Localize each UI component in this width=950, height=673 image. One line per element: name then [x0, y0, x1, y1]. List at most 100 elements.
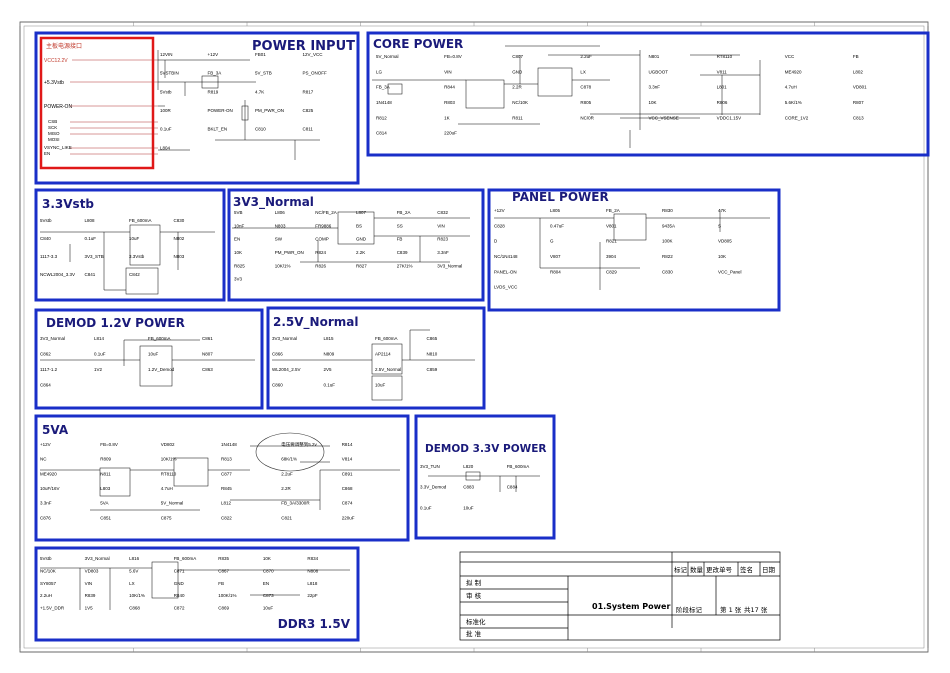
net-label: 5.6V	[129, 568, 138, 573]
block-2v5-normal	[266, 306, 486, 410]
net-label: PM_PWR_ON	[275, 250, 304, 255]
net-label: C829	[606, 269, 617, 274]
net-label: C883	[463, 485, 474, 490]
net-label: V811	[717, 69, 728, 74]
net-label: C863	[202, 367, 213, 372]
net-label: L807	[356, 210, 367, 215]
net-label: 68K/1%	[281, 457, 297, 462]
block-3v3-normal	[227, 188, 485, 302]
net-label: PANEL-ON	[494, 269, 517, 274]
net-label: D	[494, 239, 498, 244]
net-label: LX	[129, 581, 135, 586]
net-label: 3V3_Normal	[40, 336, 65, 341]
net-label: C862	[40, 352, 51, 357]
panel-power-circuit	[494, 210, 770, 290]
net-label: GND	[356, 237, 367, 242]
net-label: C864	[40, 383, 51, 388]
net-label: R822	[662, 254, 673, 259]
net-label: L818	[307, 581, 318, 586]
net-label: 2.2K	[356, 250, 365, 255]
net-label: VD801	[853, 85, 867, 90]
net-label: C868	[129, 606, 140, 611]
net-label: LVDS_VCC	[494, 285, 518, 290]
net-label: 0.1uF	[324, 383, 336, 388]
net-label: 1V5	[85, 606, 94, 611]
net-label: 10K	[234, 250, 242, 255]
sheet-name: 01.System Power	[592, 602, 670, 611]
net-label: C830	[662, 269, 673, 274]
net-label: C832	[437, 210, 448, 215]
net-label: R839	[85, 593, 96, 598]
title-block-text: 标记 数量 更改单号 签名 日期 拟 制 审 核 标准化 批 准 01.Syst…	[466, 565, 776, 638]
svg-text:CSB: CSB	[48, 119, 57, 124]
net-label: 5VA	[100, 501, 108, 506]
svg-text:阶段标记: 阶段标记	[676, 605, 703, 614]
net-label: 0.1uF	[94, 352, 106, 357]
net-label: 3V3_TUN	[420, 464, 440, 469]
svg-text:更改单号: 更改单号	[706, 565, 733, 574]
net-label: ME4920	[40, 471, 57, 476]
net-label: FB=0.8V	[100, 442, 118, 447]
net-label: C839	[397, 250, 408, 255]
title-core-power: CORE POWER	[373, 37, 463, 51]
net-label: NC/1N4148	[494, 254, 518, 259]
net-label: C814	[376, 131, 387, 136]
net-label: C813	[853, 115, 864, 120]
net-label: FB_600mA	[507, 464, 530, 469]
connector-wires	[70, 59, 158, 155]
net-label: 12VIN	[160, 52, 173, 57]
net-label: N801	[649, 54, 660, 59]
net-label: S	[718, 223, 721, 228]
adjust-note-outline	[255, 432, 325, 472]
net-label: R835	[218, 556, 229, 561]
net-label: R803	[444, 100, 455, 105]
net-label: R825	[234, 263, 245, 268]
net-label: N803	[275, 223, 286, 228]
svg-text:MOSI: MOSI	[48, 137, 60, 142]
net-label: L820	[463, 464, 474, 469]
svg-text:拟 制: 拟 制	[466, 578, 482, 587]
svg-text:标准化: 标准化	[466, 617, 486, 626]
net-label: 4.7uH	[161, 486, 173, 491]
net-label: C870	[263, 568, 274, 573]
net-label: FB_600mA	[129, 218, 152, 223]
net-label: R823	[437, 237, 448, 242]
net-label: 22pF	[307, 593, 318, 598]
net-label: 3V3_Normal	[437, 263, 462, 268]
net-label: LG	[376, 69, 383, 74]
block-power-input	[34, 31, 360, 185]
title-power-input: POWER INPUT	[252, 39, 355, 54]
net-label: N802	[174, 236, 185, 241]
3v3-normal-circuit	[232, 211, 470, 263]
net-label: L805	[550, 208, 561, 213]
net-label: 3.3Vstb	[129, 254, 145, 259]
net-label: C873	[263, 593, 274, 598]
net-label: C811	[303, 127, 314, 132]
net-label: C825	[303, 108, 314, 113]
demod-1v2-circuit	[40, 339, 255, 387]
net-label: 3V3_Normal	[85, 556, 110, 561]
net-label: PS_ONOFF	[303, 71, 328, 76]
net-label: ME4920	[785, 69, 802, 74]
net-label: L808	[85, 218, 96, 223]
net-label: 2.2R	[512, 85, 522, 90]
net-label: R821	[606, 239, 617, 244]
net-label: R805	[580, 100, 591, 105]
net-label: FB01	[255, 52, 266, 57]
net-label: C865	[427, 336, 438, 341]
net-label: VIN	[444, 69, 452, 74]
net-label: 3.3nF	[649, 85, 661, 90]
net-label: LX	[580, 69, 586, 74]
net-label: L806	[275, 210, 286, 215]
net-label: NC/0R	[580, 115, 594, 120]
net-label: SS	[397, 223, 403, 228]
net-label: 5Vstb	[40, 556, 52, 561]
net-label: 0.47uF	[550, 223, 564, 228]
net-label: VCC_VSENSE	[649, 115, 679, 120]
net-label: VIN	[85, 581, 93, 586]
